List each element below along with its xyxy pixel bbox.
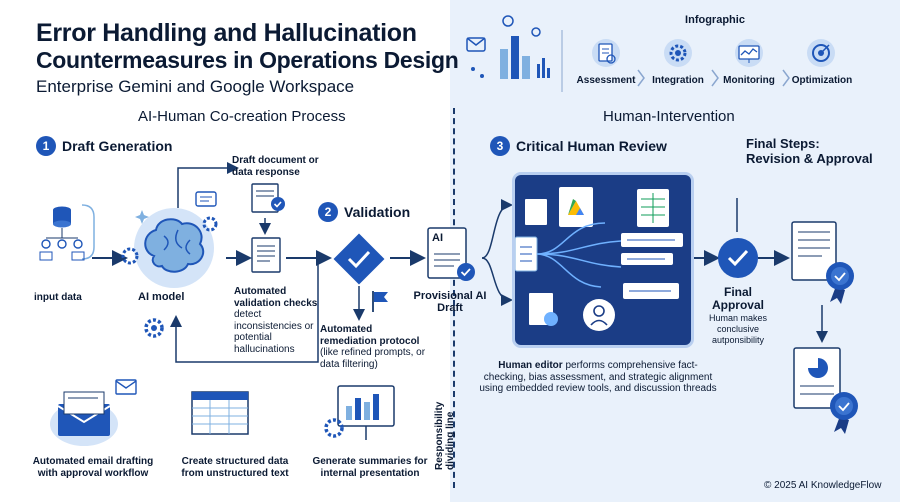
step-label: Critical Human Review <box>516 138 667 154</box>
email-envelope-icon <box>50 379 137 446</box>
monitoring-icon <box>735 39 763 67</box>
revision-document-badge-icon <box>791 221 854 304</box>
final-approval-check-icon <box>718 238 758 278</box>
page-title-line2: Countermeasures in Operations Design <box>36 47 459 73</box>
draft-document-icon <box>251 183 285 213</box>
use-case-summaries: Generate summaries for internal presenta… <box>312 456 428 479</box>
doc-ai-tag: AI <box>432 232 443 244</box>
chevron-1 <box>637 69 645 87</box>
validation-document-icon <box>251 237 281 273</box>
final-steps-title: Final Steps: Revision & Approval <box>746 136 873 166</box>
remediation-text: Automated remediation protocol (like ref… <box>320 324 426 370</box>
draft-doc-label: Draft document or data response <box>232 155 319 178</box>
integration-gear-icon <box>664 39 692 67</box>
presentation-chart-icon <box>324 385 395 440</box>
step-critical-human-review: 3 Critical Human Review <box>490 136 667 156</box>
step-label: Validation <box>344 204 411 220</box>
flag-icon <box>372 291 388 312</box>
stage-assessment: Assessment <box>576 75 636 86</box>
responsibility-divider <box>453 108 455 488</box>
analytics-cluster-icon <box>466 15 550 79</box>
step-number: 3 <box>490 136 510 156</box>
chat-bubble-icon <box>195 191 217 207</box>
ai-model-label: AI model <box>138 291 185 303</box>
ai-brain-icon <box>121 208 218 288</box>
use-case-email: Automated email drafting with approval w… <box>32 456 154 479</box>
right-section-heading: Human-Intervention <box>603 108 735 125</box>
stage-monitoring: Monitoring <box>723 75 775 86</box>
provisional-draft-document-icon <box>427 227 475 281</box>
final-approval-desc: Human makes conclusive autponsibility <box>708 313 768 345</box>
review-workspace-icon <box>515 187 683 331</box>
stage-integration: Integration <box>652 75 704 86</box>
stage-optimization: Optimization <box>791 75 853 86</box>
step-label: Draft Generation <box>62 138 173 154</box>
step-validation: 2 Validation <box>318 202 410 222</box>
step-number: 1 <box>36 136 56 156</box>
structured-table-icon <box>191 391 249 435</box>
page-subtitle: Enterprise Gemini and Google Workspace <box>36 77 355 96</box>
auto-checks-text: Automated validation checks detect incon… <box>234 286 318 355</box>
input-data-label: input data <box>34 292 82 303</box>
review-description: Human editor performs comprehensive fact… <box>479 360 717 394</box>
use-case-structured-data: Create structured data from unstructured… <box>181 456 289 479</box>
assessment-icon <box>592 39 620 67</box>
left-section-heading: AI-Human Co-creation Process <box>138 108 346 125</box>
validation-check-diamond-icon <box>333 233 385 285</box>
database-icon <box>39 206 85 261</box>
infographic-label: Infographic <box>685 14 745 26</box>
page-title: Error Handling and Hallucination <box>36 19 417 47</box>
gear-icon <box>144 318 164 338</box>
copyright-text: © 2025 AI KnowledgeFlow <box>764 480 882 491</box>
optimization-target-icon <box>807 39 835 67</box>
final-approval-label: Final Approval <box>711 285 764 312</box>
step-draft-generation: 1 Draft Generation <box>36 136 172 156</box>
approved-document-badge-icon <box>793 347 858 434</box>
step-number: 2 <box>318 202 338 222</box>
chevron-3 <box>782 69 790 87</box>
provisional-draft-label: Provisional AI Draft <box>413 290 487 314</box>
divider-label: Responsibility dividing line <box>434 401 456 470</box>
chevron-2 <box>711 69 719 87</box>
